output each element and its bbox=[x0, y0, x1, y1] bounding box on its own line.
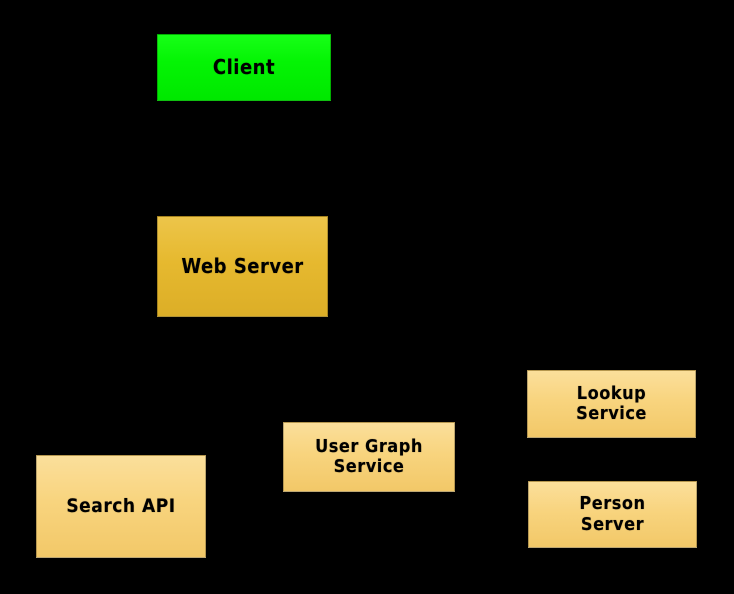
node-label-client: Client bbox=[212, 55, 276, 80]
diagram-node-client[interactable]: Client bbox=[157, 34, 331, 101]
diagram-node-lookup-service[interactable]: Lookup Service bbox=[527, 370, 696, 438]
diagram-node-search-api[interactable]: Search API bbox=[36, 455, 206, 558]
node-label-web-server: Web Server bbox=[181, 254, 304, 279]
node-label-person-server: Person Server bbox=[579, 493, 646, 535]
diagram-node-person-server[interactable]: Person Server bbox=[528, 481, 697, 548]
diagram-node-web-server[interactable]: Web Server bbox=[157, 216, 328, 317]
diagram-node-user-graph-service[interactable]: User Graph Service bbox=[283, 422, 455, 492]
node-label-search-api: Search API bbox=[66, 494, 176, 517]
node-label-user-graph-service: User Graph Service bbox=[315, 435, 423, 477]
node-label-lookup-service: Lookup Service bbox=[576, 382, 647, 424]
